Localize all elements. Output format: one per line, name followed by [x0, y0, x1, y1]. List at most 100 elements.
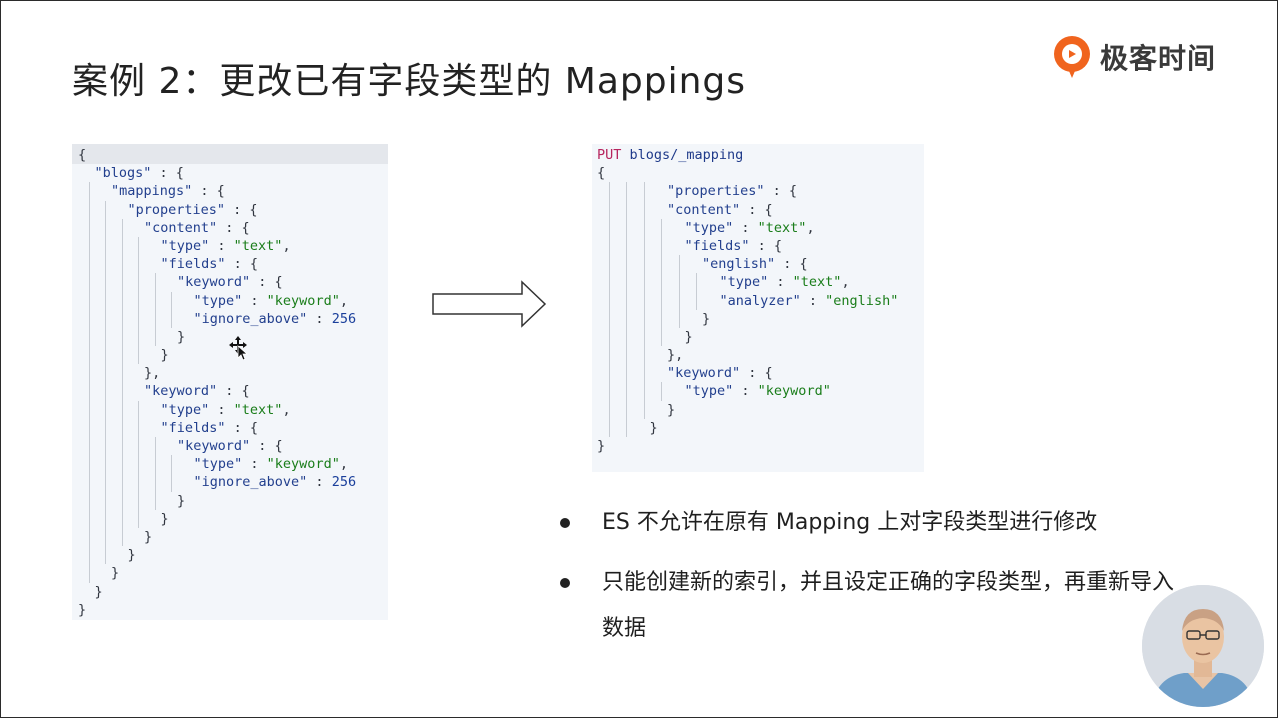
indent-guide [121, 218, 123, 237]
indent-guide [608, 200, 610, 219]
indent-guide [608, 273, 610, 292]
code-punct: : { [225, 419, 259, 436]
code-line: "keyword" : { [592, 364, 924, 383]
indent-guide [121, 473, 123, 492]
indent-guide [121, 491, 123, 510]
indent-guide [138, 400, 139, 419]
code-line: "content" : { [592, 200, 924, 219]
code-line: "fields" : { [72, 255, 388, 274]
indent-guide [608, 182, 610, 201]
code-line: } [72, 564, 388, 583]
code-line: }, [592, 346, 924, 365]
code-key: "type" [684, 219, 734, 236]
code-text: }, [667, 346, 683, 364]
code-punct: : { [217, 383, 250, 400]
code-punct: , [282, 401, 291, 418]
indent-guide [138, 437, 139, 456]
code-key: "keyword" [667, 365, 741, 382]
code-text: } [667, 401, 675, 419]
code-text: "type" : "text", [161, 401, 291, 419]
code-string: "text" [757, 219, 807, 236]
code-line: "properties" : { [592, 182, 924, 201]
indent-guide [88, 491, 90, 510]
bullet-dot-icon [560, 578, 570, 588]
indent-guide [105, 273, 106, 292]
code-line: "type" : "text", [72, 400, 388, 419]
code-line: "type" : "keyword", [72, 291, 388, 310]
code-text: "blogs" : { [95, 164, 184, 182]
indent-guide [608, 400, 610, 419]
indent-guide [643, 273, 645, 292]
code-punct: } [684, 328, 693, 345]
code-punct: } [667, 401, 676, 418]
code-punct: : { [250, 438, 283, 454]
slide-title: 案例 2：更改已有字段类型的 Mappings [72, 61, 747, 102]
code-line: { [592, 164, 924, 182]
indent-guide [121, 527, 123, 547]
indent-guide [643, 218, 645, 237]
code-key: "keyword" [177, 438, 251, 454]
code-key: "content" [144, 219, 218, 236]
bullet-dot-icon [560, 518, 570, 528]
indent-guide [138, 491, 139, 510]
code-text: "type" : "text", [685, 219, 815, 237]
code-punct: : [307, 310, 332, 327]
indent-guide [105, 509, 106, 528]
indent-guide [138, 473, 139, 492]
code-line: PUT blogs/_mapping [592, 144, 924, 164]
indent-guide [121, 418, 123, 437]
indent-guide [626, 291, 627, 310]
indent-guide [608, 327, 610, 347]
indent-guide [643, 255, 645, 274]
indent-guide [105, 400, 106, 419]
indent-guide [696, 273, 697, 292]
code-punct: } [144, 528, 153, 545]
indent-guide [608, 418, 610, 437]
indent-guide [171, 455, 172, 474]
code-line: } [72, 491, 388, 510]
indent-guide [88, 182, 90, 201]
code-text: } [161, 510, 169, 528]
indent-guide [88, 509, 90, 528]
code-text: } [685, 328, 693, 346]
code-text: } [128, 546, 136, 564]
indent-guide [138, 509, 139, 528]
indent-guide [643, 400, 645, 419]
code-text: "fields" : { [161, 419, 259, 437]
code-text: } [650, 419, 658, 437]
indent-guide [121, 346, 123, 365]
code-text: } [95, 583, 103, 601]
code-line: "keyword" : { [72, 437, 388, 456]
code-punct: { [597, 165, 606, 182]
code-punct: , [339, 292, 348, 309]
indent-guide [661, 218, 662, 237]
indent-guide [88, 473, 90, 492]
code-key: "content" [667, 201, 741, 218]
code-line: "content" : { [72, 218, 388, 237]
code-line: } [592, 437, 924, 455]
code-line: "type" : "text", [592, 273, 924, 292]
indent-guide [121, 364, 123, 383]
code-text: "keyword" : { [177, 437, 283, 455]
code-string: "text" [233, 401, 283, 418]
indent-guide [626, 327, 627, 347]
code-key: "type" [160, 237, 210, 254]
indent-guide [88, 546, 90, 565]
indent-guide [643, 291, 645, 310]
indent-guide [121, 509, 123, 528]
indent-guide [105, 200, 106, 219]
indent-guide [105, 309, 106, 328]
indent-guide [154, 309, 156, 328]
code-text: } [177, 492, 185, 510]
code-text: "properties" : { [128, 201, 258, 219]
indent-guide [88, 455, 90, 474]
indent-guide [88, 437, 90, 456]
code-punct: , [841, 274, 850, 291]
new-mapping-code: PUT blogs/_mapping{"properties" : {"cont… [592, 144, 924, 472]
right-arrow-icon [432, 280, 547, 328]
code-punct: : { [764, 183, 798, 200]
code-key: "ignore_above" [193, 310, 308, 327]
indent-guide [643, 364, 645, 383]
code-line: "ignore_above" : 256 [72, 309, 388, 328]
